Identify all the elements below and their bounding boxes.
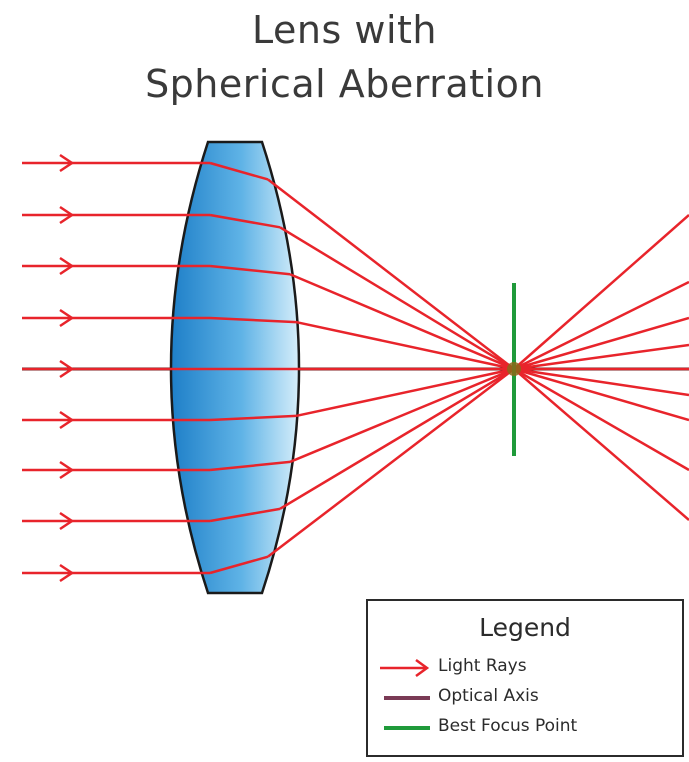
ray-arrowhead <box>59 511 75 531</box>
focus-point <box>507 362 521 376</box>
line-icon <box>384 726 430 730</box>
refracted-ray <box>295 320 515 371</box>
refracted-ray <box>289 273 515 371</box>
ray-arrowhead <box>59 308 75 328</box>
refracted-ray <box>295 367 515 418</box>
title-line-2: Spherical Aberration <box>145 62 544 106</box>
ray-arrowhead <box>59 359 75 379</box>
line-icon <box>384 696 430 700</box>
outgoing-ray <box>513 343 689 371</box>
legend-item-best-focus-point: Best Focus Point <box>378 715 678 741</box>
ray-arrowhead <box>59 410 75 430</box>
outgoing-ray <box>513 367 689 422</box>
ray-arrowhead <box>59 153 75 173</box>
outgoing-ray <box>513 367 689 397</box>
in-lens-ray <box>209 316 297 324</box>
outgoing-ray <box>513 367 689 472</box>
lens <box>169 140 301 595</box>
ray-arrowhead <box>59 205 75 225</box>
in-lens-ray <box>209 555 269 575</box>
light-rays <box>22 153 689 583</box>
legend-label: Best Focus Point <box>438 716 578 736</box>
in-lens-ray <box>209 264 291 276</box>
ray-arrowhead <box>59 460 75 480</box>
outgoing-ray <box>513 214 689 370</box>
refracted-ray <box>267 368 515 558</box>
refracted-ray <box>289 367 515 464</box>
legend-box: Legend Light Rays Optical Axis Best Focu… <box>366 599 684 757</box>
legend-label: Light Rays <box>438 656 527 676</box>
legend-item-light-rays: Light Rays <box>378 655 678 681</box>
outgoing-ray <box>513 368 689 521</box>
legend-label: Optical Axis <box>438 686 539 706</box>
arrow-icon <box>380 658 430 678</box>
in-lens-ray <box>209 161 269 181</box>
in-lens-ray <box>209 213 281 229</box>
title-line-1: Lens with <box>252 8 437 52</box>
in-lens-ray <box>209 414 297 422</box>
refracted-ray <box>279 367 515 510</box>
ray-arrowhead <box>59 256 75 276</box>
legend-title: Legend <box>479 613 571 642</box>
in-lens-ray <box>209 507 281 523</box>
outgoing-ray <box>513 280 689 371</box>
outgoing-ray <box>513 316 689 371</box>
in-lens-ray <box>209 460 291 472</box>
refracted-ray <box>267 178 515 370</box>
legend-item-optical-axis: Optical Axis <box>378 685 678 711</box>
ray-arrowhead <box>59 563 75 583</box>
refracted-ray <box>279 226 515 371</box>
